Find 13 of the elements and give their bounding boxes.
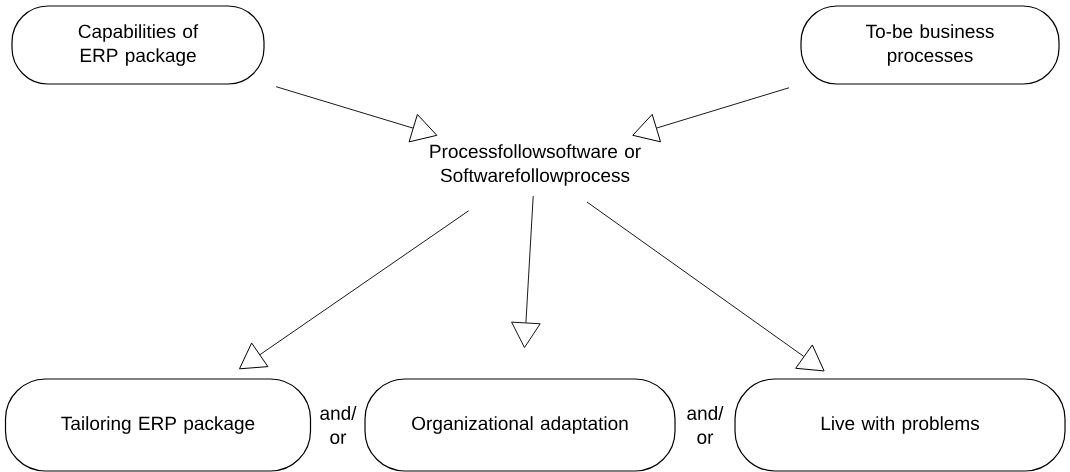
connector-text: and/ or — [687, 406, 724, 444]
arrow — [632, 87, 790, 143]
rounded-box: To-be business processes — [800, 5, 1060, 85]
arrow — [511, 195, 541, 348]
connector-text: and/ or — [320, 406, 357, 444]
arrow — [239, 210, 470, 370]
rounded-box: Live with problems — [734, 378, 1066, 472]
rounded-box: Tailoring ERP package — [4, 378, 312, 472]
arrow — [586, 201, 825, 372]
rounded-box: Organizational adaptation — [364, 378, 676, 472]
rounded-box: Capabilities of ERP package — [11, 5, 265, 85]
arrow — [275, 86, 438, 143]
center-text: Processfollowsoftware or Softwarefollowprocess — [430, 144, 641, 186]
